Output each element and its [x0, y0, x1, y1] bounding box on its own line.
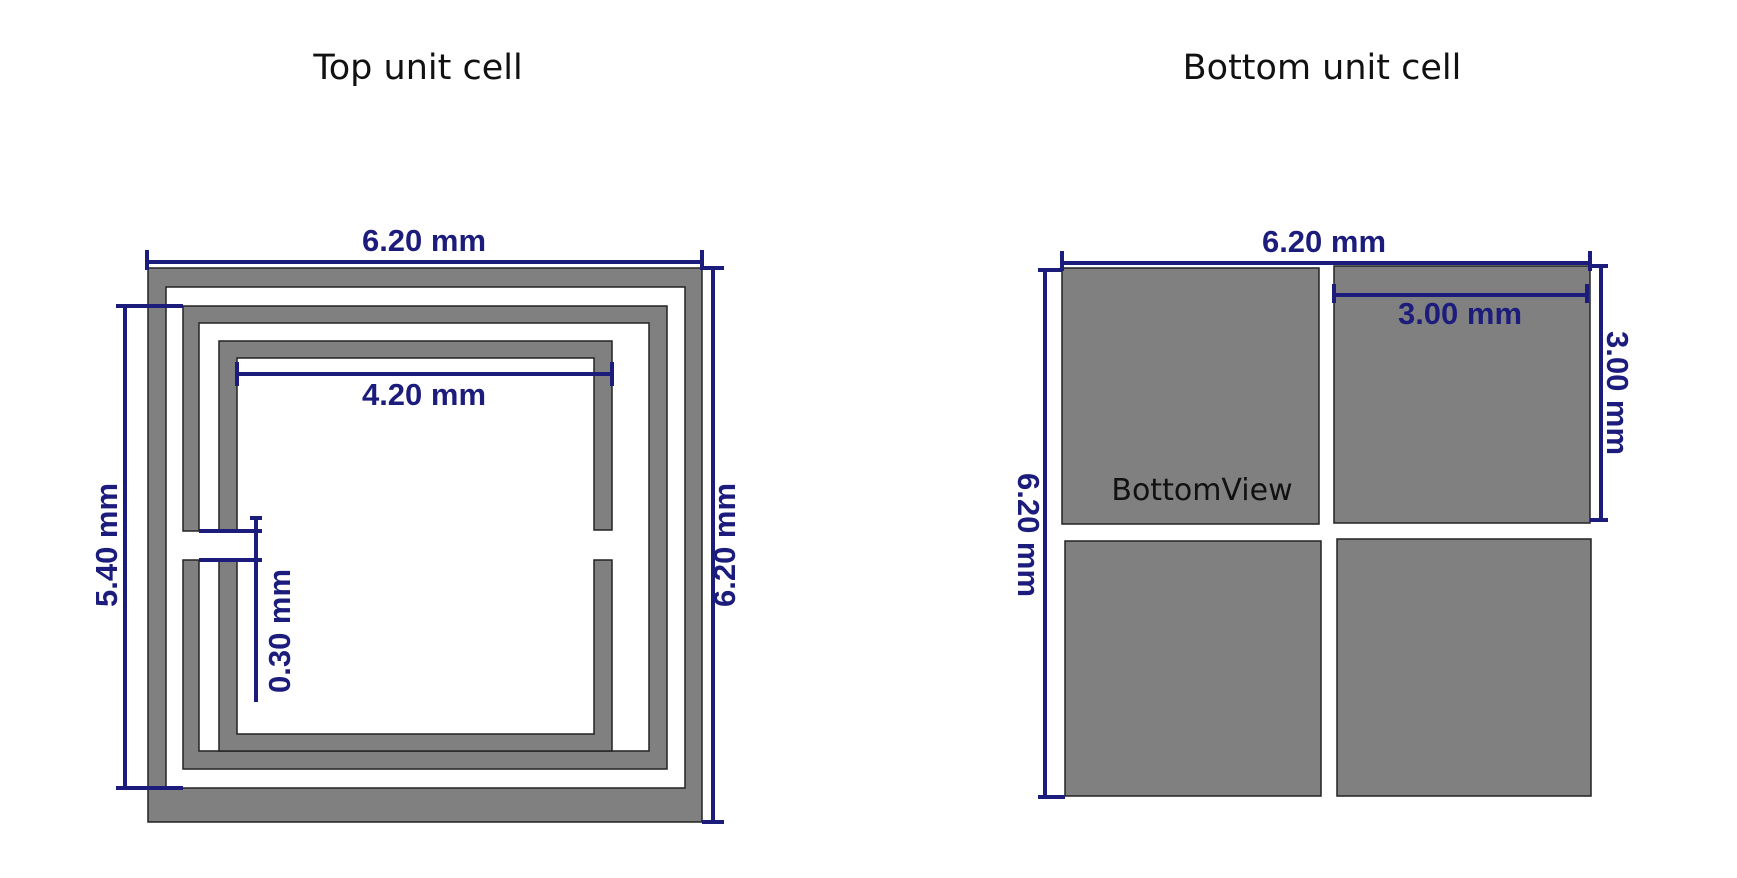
dim-outer-width-label: 6.20 mm — [362, 223, 486, 258]
dim-outer-height: 6.20 mm — [702, 266, 742, 824]
dim-inner-width: 4.20 mm — [235, 362, 614, 412]
top-cell-title: Top unit cell — [313, 48, 523, 88]
dim-gap: 0.30 mm — [199, 516, 297, 702]
patch-bottom-right — [1336, 538, 1592, 797]
dim-outer-height-label: 6.20 mm — [707, 483, 742, 607]
dim-outer-width: 6.20 mm — [145, 223, 704, 270]
dim-bottom-width-label: 6.20 mm — [1262, 224, 1386, 259]
dim-bottom-height-label: 6.20 mm — [1011, 473, 1046, 597]
dim-ring-height-label: 5.40 mm — [89, 483, 124, 607]
inner-ring-left-part — [218, 340, 613, 532]
bottom-unit-cell: 6.20 mm 6.20 mm 3.00 mm 3.00 mm BottomVi… — [1011, 224, 1635, 799]
top-unit-cell: 6.20 mm 6.20 mm 4.20 mm 5.40 mm — [89, 223, 742, 824]
dim-inner-width-label: 4.20 mm — [362, 377, 486, 412]
dim-bottom-height: 6.20 mm — [1011, 268, 1065, 799]
patch-top-left — [1061, 267, 1320, 525]
dim-bottom-width: 6.20 mm — [1060, 224, 1592, 271]
bottom-view-label: BottomView — [1111, 473, 1292, 508]
inner-ring-lower-part — [218, 559, 613, 752]
dim-patch-height: 3.00 mm — [1590, 264, 1635, 522]
dim-ring-height: 5.40 mm — [89, 304, 183, 790]
dim-patch-height-label: 3.00 mm — [1600, 331, 1635, 455]
patch-bottom-left — [1064, 540, 1322, 797]
dim-gap-label: 0.30 mm — [262, 569, 297, 693]
patch-top-right — [1333, 265, 1591, 524]
bottom-cell-title: Bottom unit cell — [1182, 48, 1462, 88]
dim-patch-width-label: 3.00 mm — [1398, 296, 1522, 331]
dim-patch-width: 3.00 mm — [1332, 284, 1589, 331]
